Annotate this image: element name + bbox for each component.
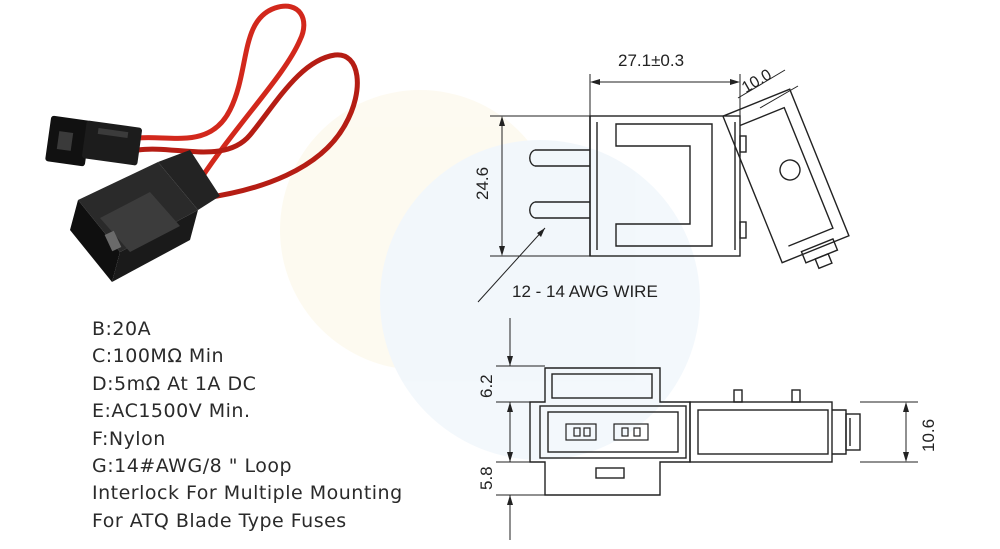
- fuse-holder-top-view: [496, 318, 918, 540]
- spec-fuse-type: For ATQ Blade Type Fuses: [92, 509, 347, 532]
- spec-material: F:Nylon: [92, 427, 166, 450]
- wire-label: 12 - 14 AWG WIRE: [512, 282, 658, 301]
- spec-contact-resistance: D:5mΩ At 1A DC: [92, 372, 257, 395]
- spec-rating: B:20A: [92, 318, 152, 340]
- dim-lower-offset: 5.8: [477, 466, 496, 490]
- fuse-holder-photo: [45, 3, 360, 282]
- dim-width-top: 27.1±0.3: [618, 51, 684, 70]
- dim-upper-offset: 6.2: [477, 374, 496, 398]
- dim-height-side: 24.6: [473, 167, 492, 200]
- fuse-holder-side-view: [477, 69, 850, 303]
- spec-wire: G:14#AWG/8 " Loop: [92, 455, 293, 478]
- watermark: [280, 90, 700, 460]
- spec-dielectric-strength: E:AC1500V Min.: [92, 400, 251, 423]
- spec-list: B:20A C:100MΩ Min D:5mΩ At 1A DC E:AC150…: [92, 316, 403, 535]
- spec-insulation-resistance: C:100MΩ Min: [92, 345, 225, 368]
- spec-interlock: Interlock For Multiple Mounting: [92, 482, 403, 505]
- dim-right-height: 10.6: [919, 419, 938, 452]
- dim-angle: 10.0: [739, 66, 775, 96]
